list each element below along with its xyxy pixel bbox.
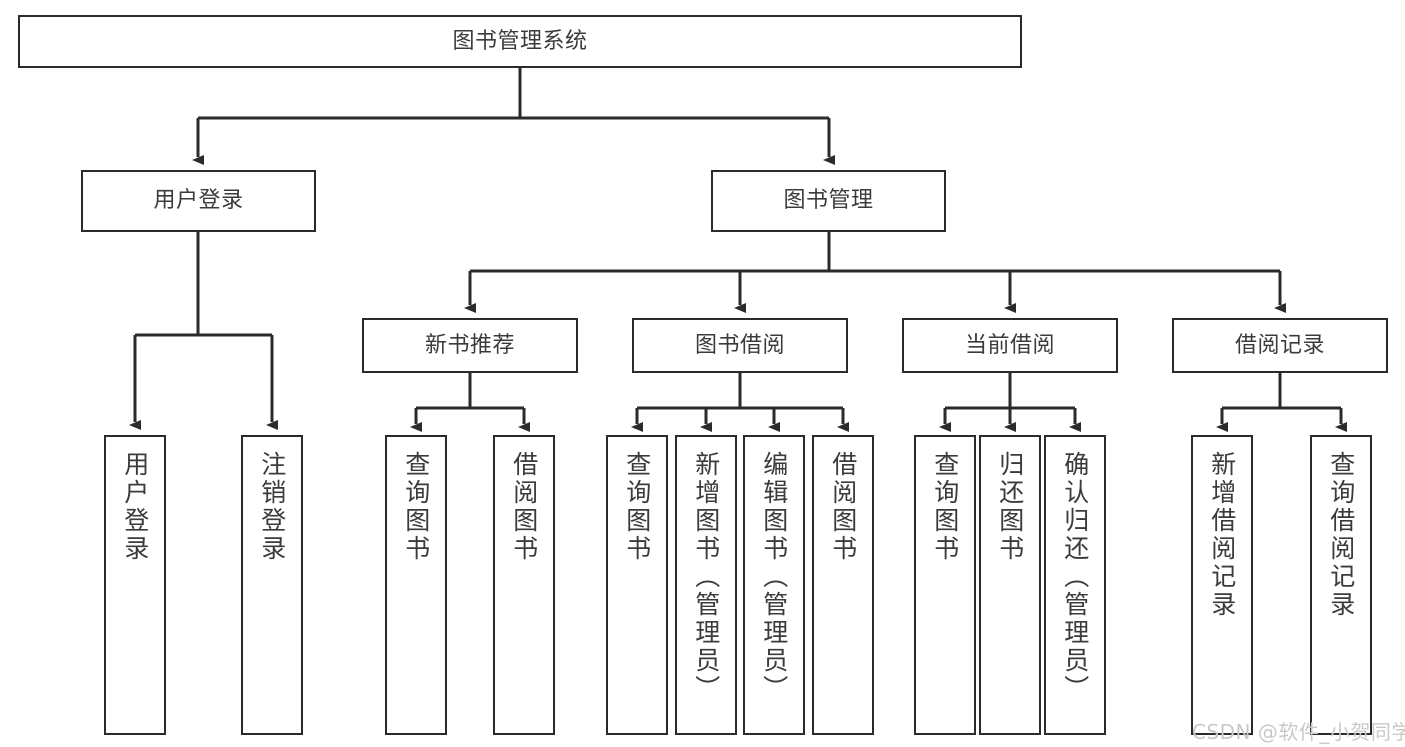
node-label: 查询图书 — [930, 451, 960, 563]
node-label: 查询借阅记录 — [1326, 451, 1356, 619]
node-label: 编辑图书（管理员） — [759, 451, 789, 703]
node-book-borrow[interactable]: 图书借阅 — [632, 318, 848, 373]
node-borrow-record[interactable]: 借阅记录 — [1172, 318, 1388, 373]
leaf-borrow-edit-book-admin[interactable]: 编辑图书（管理员） — [743, 435, 805, 735]
node-new-book-recommend[interactable]: 新书推荐 — [362, 318, 578, 373]
node-label: 归还图书 — [995, 451, 1025, 563]
leaf-newbook-borrow-book[interactable]: 借阅图书 — [493, 435, 555, 735]
node-book-management[interactable]: 图书管理 — [711, 170, 946, 232]
node-label: 新增借阅记录 — [1207, 451, 1237, 619]
node-label: 查询图书 — [622, 451, 652, 563]
leaf-record-add-record[interactable]: 新增借阅记录 — [1191, 435, 1253, 735]
leaf-current-confirm-return-admin[interactable]: 确认归还（管理员） — [1044, 435, 1106, 735]
node-root-book-management-system[interactable]: 图书管理系统 — [18, 15, 1022, 68]
node-label: 新增图书（管理员） — [691, 451, 721, 703]
node-label: 图书管理系统 — [452, 28, 588, 54]
node-label: 图书借阅 — [694, 332, 785, 358]
node-label: 注销登录 — [257, 451, 287, 563]
leaf-borrow-borrow-book[interactable]: 借阅图书 — [812, 435, 874, 735]
leaf-newbook-query-book[interactable]: 查询图书 — [385, 435, 447, 735]
node-user-login[interactable]: 用户登录 — [81, 170, 316, 232]
node-label: 借阅记录 — [1234, 332, 1325, 358]
node-label: 图书管理 — [783, 188, 874, 214]
node-label: 用户登录 — [120, 451, 150, 563]
node-current-borrow[interactable]: 当前借阅 — [902, 318, 1118, 373]
csdn-watermark: CSDN @软件_小贺同学 — [1192, 720, 1405, 744]
node-label: 确认归还（管理员） — [1060, 451, 1090, 703]
leaf-current-return-book[interactable]: 归还图书 — [979, 435, 1041, 735]
leaf-record-query-record[interactable]: 查询借阅记录 — [1310, 435, 1372, 735]
leaf-borrow-add-book-admin[interactable]: 新增图书（管理员） — [675, 435, 737, 735]
node-label: 查询图书 — [401, 451, 431, 563]
leaf-logout[interactable]: 注销登录 — [241, 435, 303, 735]
leaf-user-login[interactable]: 用户登录 — [104, 435, 166, 735]
leaf-borrow-query-book[interactable]: 查询图书 — [606, 435, 668, 735]
leaf-current-query-book[interactable]: 查询图书 — [914, 435, 976, 735]
node-label: 新书推荐 — [424, 332, 515, 358]
node-label: 借阅图书 — [509, 451, 539, 563]
node-label: 当前借阅 — [964, 332, 1055, 358]
node-label: 用户登录 — [153, 188, 244, 214]
node-label: 借阅图书 — [828, 451, 858, 563]
